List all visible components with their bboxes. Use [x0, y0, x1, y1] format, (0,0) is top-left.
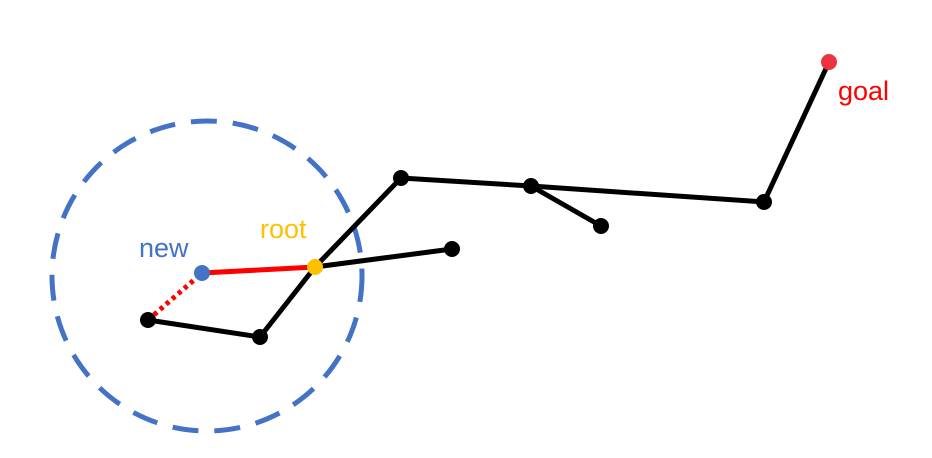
candidate-edge	[146, 271, 204, 322]
new-node	[194, 265, 210, 281]
tree-edge	[312, 246, 455, 270]
tree-node	[756, 194, 772, 210]
tree-node	[393, 170, 409, 186]
tree-node	[593, 218, 609, 234]
tree-node	[140, 312, 156, 328]
search-radius-circle	[49, 118, 365, 434]
tree-node	[523, 178, 539, 194]
root-node	[307, 259, 323, 275]
tree-edge	[528, 183, 604, 229]
goal-node	[821, 54, 837, 70]
new-edge	[199, 264, 318, 276]
tree-node	[444, 241, 460, 257]
root-label: root	[260, 214, 307, 244]
tree-edges	[145, 59, 832, 340]
tree-edge	[398, 175, 534, 189]
tree-edge	[761, 59, 832, 205]
tree-node	[252, 329, 268, 345]
tree-edge	[145, 317, 263, 340]
tree-edge	[312, 175, 404, 270]
goal-label: goal	[838, 76, 889, 106]
tree-edge	[528, 183, 767, 205]
new-label: new	[139, 233, 189, 263]
tree-edge	[257, 264, 318, 340]
tree-nodes	[140, 170, 772, 345]
